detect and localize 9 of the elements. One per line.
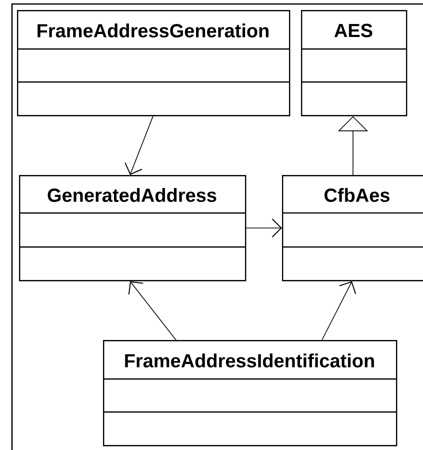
class-box: CfbAes — [282, 175, 423, 282]
class-box: FrameAddressGeneration — [17, 10, 290, 116]
class-box: AES — [300, 10, 408, 116]
arrow — [322, 281, 356, 340]
arrow — [128, 281, 176, 340]
class-box: GeneratedAddress — [19, 175, 246, 282]
arrow — [246, 218, 282, 238]
class-box: FrameAddressIdentification — [103, 340, 398, 446]
arrow — [124, 116, 154, 175]
